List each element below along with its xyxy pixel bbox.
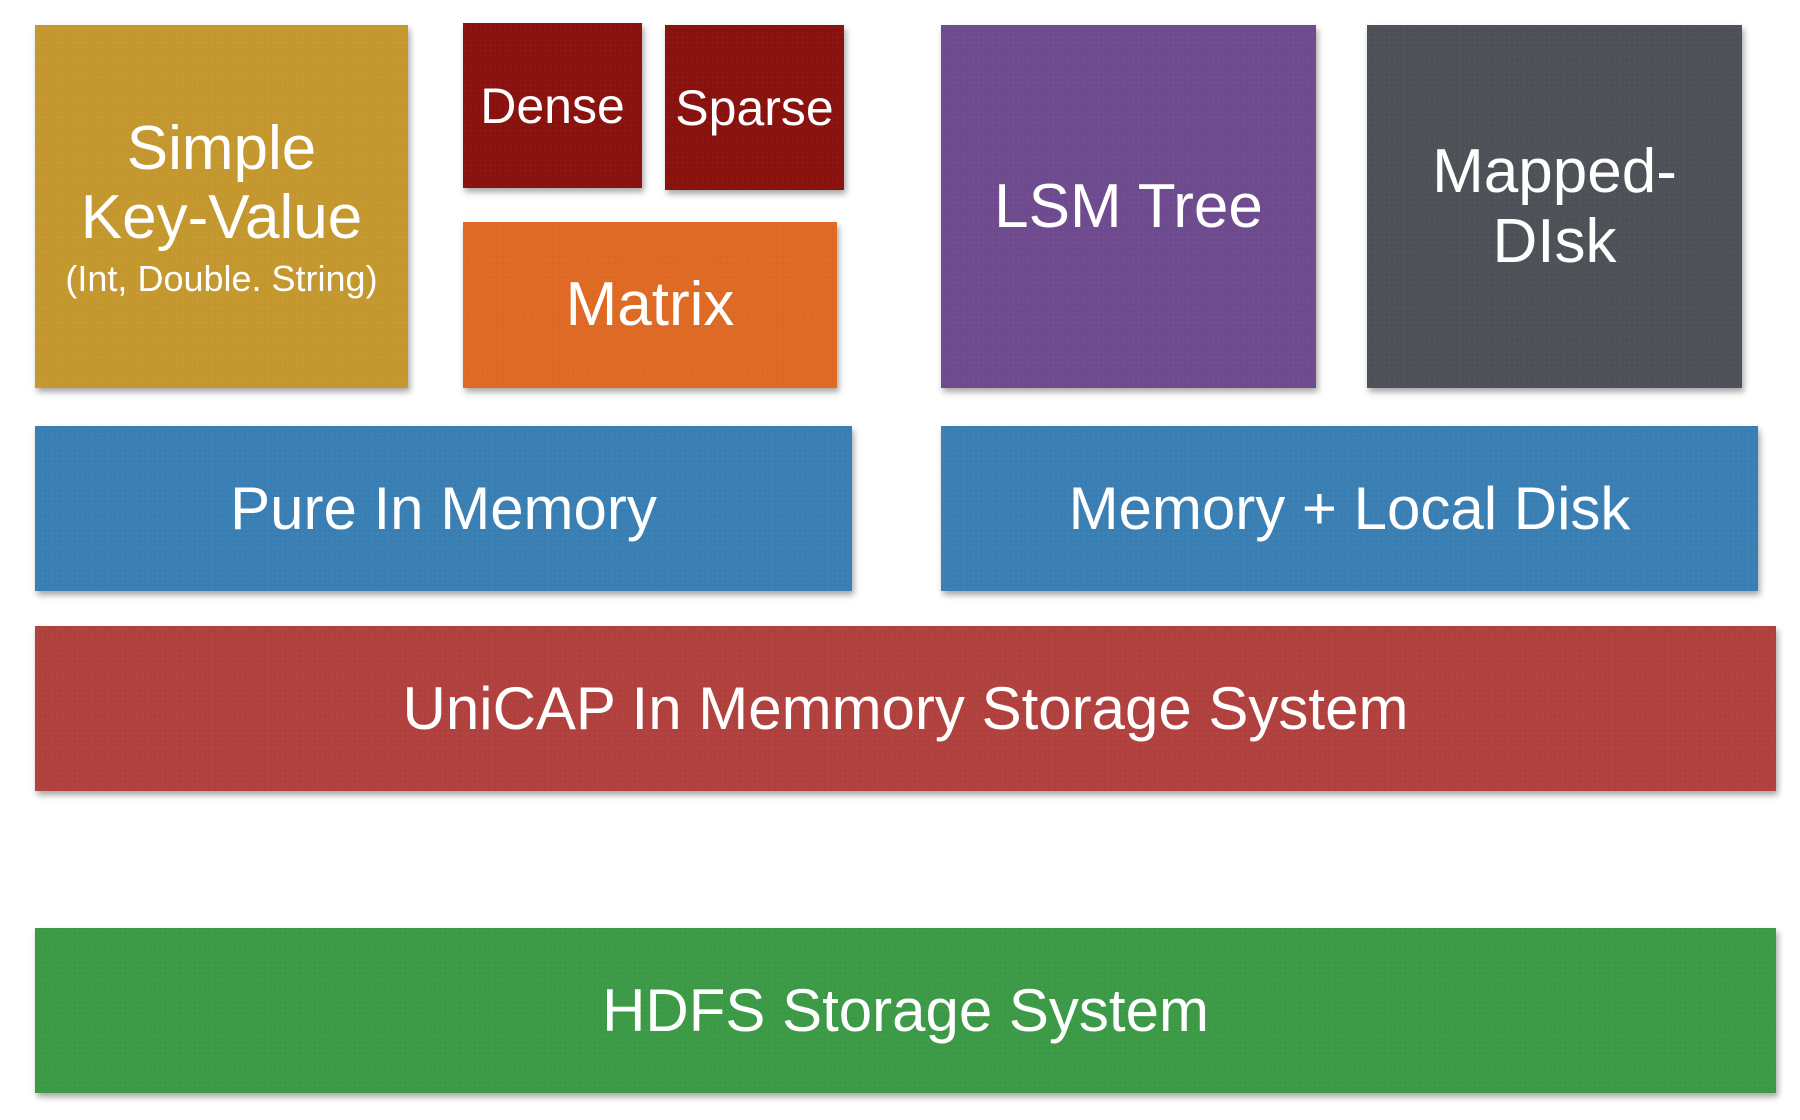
memory-local-disk-block: Memory + Local Disk: [941, 426, 1758, 591]
pure-in-memory-block: Pure In Memory: [35, 426, 852, 591]
dense-block: Dense: [463, 23, 642, 188]
sparse-label: Sparse: [675, 79, 834, 136]
lsm-tree-label: LSM Tree: [994, 171, 1263, 241]
mapped-label: Mapped-: [1432, 137, 1677, 207]
mapped-disk-block: Mapped- DIsk: [1367, 25, 1742, 388]
hdfs-label: HDFS Storage System: [602, 976, 1209, 1044]
simple-key-value-block: Simple Key-Value (Int, Double. String): [35, 25, 408, 388]
matrix-block: Matrix: [463, 222, 837, 388]
unicap-label: UniCAP In Memmory Storage System: [402, 674, 1409, 742]
simple-label: Simple: [126, 113, 317, 183]
unicap-storage-block: UniCAP In Memmory Storage System: [35, 626, 1776, 791]
types-label: (Int, Double. String): [65, 257, 378, 299]
hdfs-storage-block: HDFS Storage System: [35, 928, 1776, 1093]
disk-label: DIsk: [1492, 206, 1617, 276]
dense-label: Dense: [480, 77, 625, 134]
lsm-tree-block: LSM Tree: [941, 25, 1316, 388]
pure-in-memory-label: Pure In Memory: [230, 474, 657, 542]
matrix-label: Matrix: [565, 270, 735, 340]
sparse-block: Sparse: [665, 25, 844, 190]
key-value-label: Key-Value: [80, 183, 363, 253]
memory-local-disk-label: Memory + Local Disk: [1068, 474, 1631, 542]
